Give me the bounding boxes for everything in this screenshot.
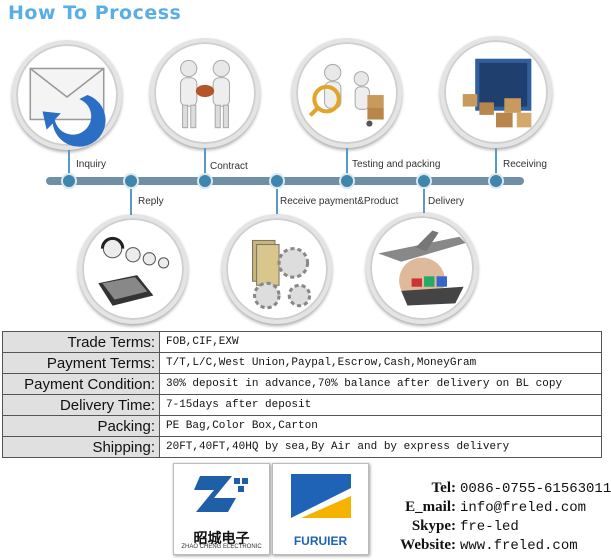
zhaocheng-logo: 昭城电子 ZHAO CHENG ELECTRONIC	[173, 463, 270, 555]
email-label: E_mail:	[405, 499, 456, 515]
node-inquiry	[61, 173, 77, 189]
zhaocheng-en-name: ZHAO CHENG ELECTRONIC	[181, 544, 262, 550]
term-value: 20FT,40FT,40HQ by sea,By Air and by expr…	[159, 436, 602, 458]
table-row: Packing: PE Bag,Color Box,Carton	[2, 415, 602, 437]
term-value: T/T,L/C,West Union,Paypal,Escrow,Cash,Mo…	[159, 352, 602, 374]
website-label: Website:	[400, 537, 456, 553]
term-label: Delivery Time:	[2, 394, 160, 416]
container-boxes-icon	[462, 58, 532, 128]
term-value: 7-15days after deposit	[159, 394, 602, 416]
magnifier-cart-icon	[308, 63, 384, 127]
call-center-icon	[98, 236, 170, 306]
zhaocheng-mark-icon	[194, 476, 248, 512]
term-label: Shipping:	[2, 436, 160, 458]
node-payment	[269, 173, 285, 189]
stem-receiving	[495, 148, 497, 178]
reply-image	[78, 214, 188, 324]
money-gears-icon	[252, 239, 312, 310]
stem-payment	[276, 185, 278, 214]
stem-delivery	[423, 185, 425, 213]
contract-image	[150, 38, 260, 148]
tel-label: Tel:	[431, 480, 456, 496]
node-contract	[197, 173, 213, 189]
step-label-inquiry: Inquiry	[76, 159, 107, 170]
zhaocheng-cn-name: 昭城电子	[193, 530, 250, 546]
process-timeline	[46, 177, 524, 185]
skype-value: fre-led	[460, 519, 519, 535]
step-label-payment: Receive payment&Product	[280, 196, 399, 207]
term-label: Packing:	[2, 415, 160, 437]
step-label-reply: Reply	[138, 196, 164, 207]
handshake-people-icon	[180, 59, 230, 129]
stem-inquiry	[68, 150, 70, 178]
step-label-delivery: Delivery	[428, 196, 465, 207]
step-label-contract: Contract	[210, 161, 248, 172]
table-row: Trade Terms: FOB,CIF,EXW	[2, 331, 602, 353]
table-row: Shipping: 20FT,40FT,40HQ by sea,By Air a…	[2, 436, 602, 458]
term-label: Trade Terms:	[2, 331, 160, 353]
inquiry-image	[12, 40, 122, 150]
furuier-mark-icon	[291, 474, 351, 518]
delivery-image	[366, 212, 478, 324]
envelope-icon	[29, 67, 106, 147]
receiving-image	[440, 36, 552, 148]
testing-image	[292, 38, 402, 148]
table-row: Payment Terms: T/T,L/C,West Union,Paypal…	[2, 352, 602, 374]
table-row: Payment Condition: 30% deposit in advanc…	[2, 373, 602, 395]
node-receiving	[488, 173, 504, 189]
terms-table: Trade Terms: FOB,CIF,EXW Payment Terms: …	[2, 331, 602, 458]
step-label-testing: Testing and packing	[352, 159, 441, 170]
term-value: 30% deposit in advance,70% balance after…	[159, 373, 602, 395]
term-value: PE Bag,Color Box,Carton	[159, 415, 602, 437]
furuier-logo: FURUIER	[272, 463, 369, 555]
node-reply	[123, 173, 139, 189]
tel-value: 0086-0755-61563011	[460, 481, 611, 497]
payment-image	[222, 214, 332, 324]
plane-ship-globe-icon	[378, 230, 466, 306]
furuier-name: FURUIER	[293, 534, 348, 548]
table-row: Delivery Time: 7-15days after deposit	[2, 394, 602, 416]
stem-contract	[204, 148, 206, 178]
email-value[interactable]: info@freled.com	[460, 500, 587, 516]
website-value[interactable]: www.freled.com	[460, 538, 578, 554]
contact-block: Tel:0086-0755-61563011 E_mail:info@frele…	[376, 480, 611, 556]
term-label: Payment Condition:	[2, 373, 160, 395]
stem-reply	[130, 185, 132, 215]
term-label: Payment Terms:	[2, 352, 160, 374]
step-label-receiving: Receiving	[503, 159, 547, 170]
term-value: FOB,CIF,EXW	[159, 331, 602, 353]
page-title: How To Process	[8, 2, 182, 24]
node-delivery	[416, 173, 432, 189]
node-testing	[339, 173, 355, 189]
skype-label: Skype:	[411, 518, 456, 534]
stem-testing	[346, 148, 348, 178]
